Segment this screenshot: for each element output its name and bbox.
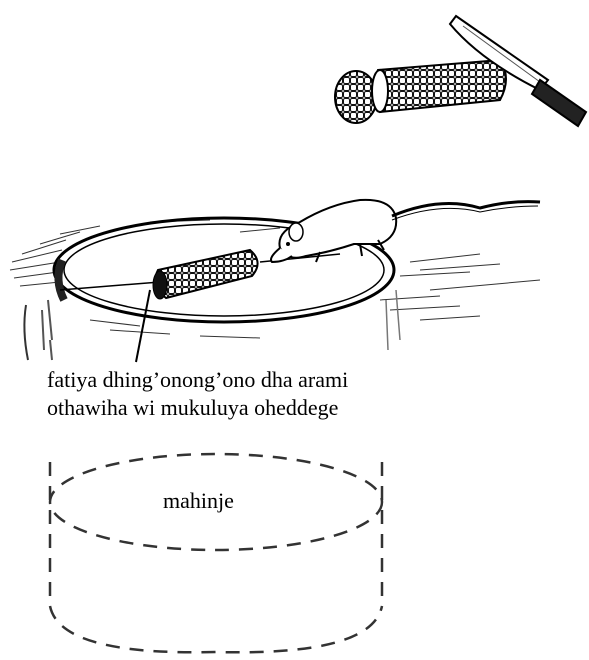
bait-caption: fatiya dhing’onong’ono dha arami othawih… [47,366,348,422]
bucket-outline-icon [50,454,382,652]
knife-and-corn-illustration [335,16,586,126]
bait-on-wire-icon [153,250,258,299]
corn-cob-icon [372,60,506,112]
container-label: mahinje [163,488,234,514]
caption-line-2: othawiha wi mukuluya oheddege [47,394,348,422]
rat-icon [271,200,540,262]
caption-line-1: fatiya dhing’onong’ono dha arami [47,366,348,394]
corn-slice-icon [335,71,377,123]
